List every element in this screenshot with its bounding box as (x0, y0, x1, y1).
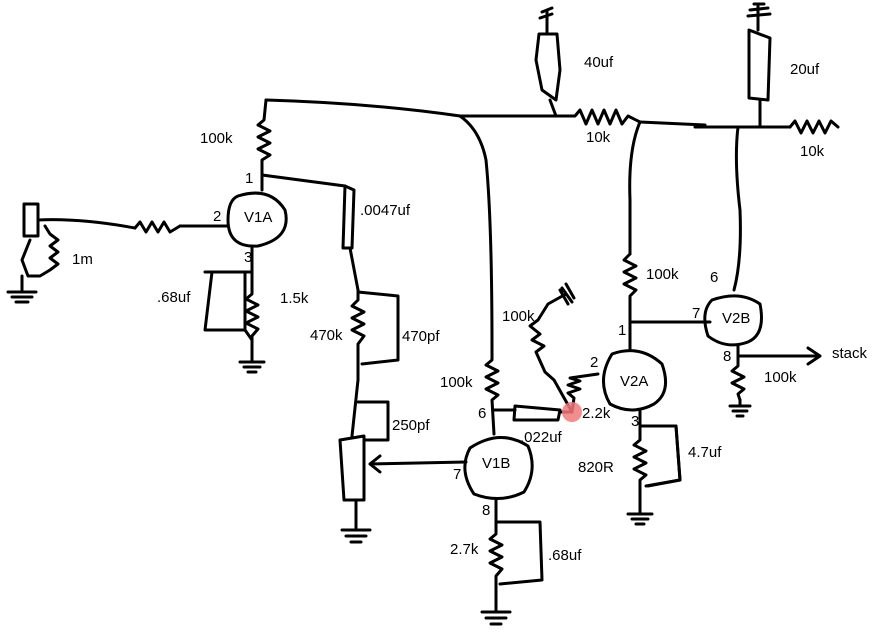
potentiometer (338, 434, 366, 502)
label-output-stack: stack (832, 345, 868, 362)
label-0047uf: .0047uf (360, 202, 411, 219)
label-20uf: 20uf (790, 61, 820, 78)
v1b-cathode-ground (480, 602, 512, 626)
resistor-1m (20, 224, 60, 278)
resistor-100k-v2b-cathode (730, 354, 746, 402)
wire-input-grid (36, 218, 230, 230)
v2a-grid-ground (558, 282, 576, 306)
input-ground (6, 274, 38, 304)
v2b-cathode-ground (728, 398, 752, 418)
b-plus-rail-left (264, 98, 562, 118)
wire-v2b-plate-feed (732, 125, 742, 292)
output-arrow (806, 346, 822, 366)
label-022uf: .022uf (520, 429, 563, 446)
capacitor-250pf (356, 400, 390, 442)
label-4-7uf: 4.7uf (688, 444, 722, 461)
pin-v2a-plate: 1 (618, 322, 626, 339)
v2a-tube (602, 349, 668, 412)
resistor-grid-stopper (133, 220, 182, 234)
label-68uf-v1b: .68uf (548, 547, 582, 564)
resistor-1-5k (244, 270, 260, 352)
wire-0047-down (348, 246, 360, 292)
tube-label-v1a: V1A (244, 209, 272, 226)
wiper-arrow (368, 454, 468, 474)
label-470k: 470k (310, 327, 343, 344)
label-100k-v2a-grid: 100k (502, 308, 535, 325)
cap-40uf-ground (538, 6, 554, 36)
capacitor-4-7uf (646, 424, 682, 488)
v1a-cathode-ground (238, 348, 266, 374)
resistor-2-7k (488, 520, 504, 606)
wire-v2b-cathode (736, 344, 820, 358)
cap-40uf-lead (548, 98, 558, 118)
capacitor-68uf-v1b (494, 520, 544, 586)
pin-v1b-grid: 7 (453, 466, 461, 483)
pin-v2b-grid: 7 (692, 305, 700, 322)
wire-v1a-plate-coupling (260, 173, 347, 188)
label-10k-a: 10k (586, 129, 611, 146)
pin-v2a-grid: 2 (590, 354, 598, 371)
resistor-820r (632, 424, 648, 510)
wire-v2a-plate-feed (628, 120, 642, 256)
tube-label-v2b: V2B (722, 310, 750, 327)
resistor-2-2k (566, 372, 600, 414)
resistor-10k-b (788, 119, 840, 135)
pot-ground (340, 498, 372, 544)
v2b-tube (703, 294, 763, 347)
label-100k-v1b-plate: 100k (440, 374, 473, 391)
capacitor-40uf (534, 32, 562, 102)
tube-label-v1b: V1B (482, 455, 510, 472)
wire-v1a-cathode (203, 244, 254, 342)
pin-v2b-plate: 6 (710, 269, 718, 286)
label-250pf: 250pf (392, 417, 430, 434)
label-820r: 820R (578, 459, 614, 476)
label-2-2k: 2.2k (582, 405, 611, 422)
capacitor-470pf (356, 290, 400, 366)
highlight-marker (562, 402, 582, 422)
pin-v1a-grid: 2 (213, 208, 221, 225)
cap-20uf-ground (746, 2, 772, 32)
v1b-tube (463, 436, 534, 500)
label-1m: 1m (72, 251, 93, 268)
input-jack (22, 202, 40, 238)
capacitor-022uf (512, 404, 562, 422)
wire-v1b-plate-feed (458, 114, 494, 352)
resistor-100k-v2a-plate (622, 252, 638, 352)
tube-label-v2a: V2A (620, 373, 648, 390)
resistor-470k (350, 288, 366, 382)
wire-tone-down (350, 378, 360, 438)
capacitor-20uf (747, 28, 772, 102)
label-1-5k: 1.5k (280, 290, 309, 307)
label-2-7k: 2.7k (450, 541, 479, 558)
pin-v1a-cathode: 3 (244, 249, 252, 266)
label-100k-v2a-plate: 100k (646, 266, 679, 283)
pin-v2b-cathode: 8 (723, 348, 731, 365)
b-plus-rail-right (638, 120, 707, 127)
v1a-tube (226, 191, 288, 248)
label-68uf-v1a: .68uf (157, 289, 191, 306)
label-470pf: 470pf (402, 328, 440, 345)
resistor-100k-v2a-grid (528, 292, 574, 414)
label-10k-b: 10k (800, 143, 825, 160)
label-100k-v2b-cathode: 100k (764, 369, 797, 386)
resistor-100k-v1b-plate (484, 348, 500, 436)
pin-v1b-cathode: 8 (482, 502, 490, 519)
pin-v1b-plate: 6 (478, 405, 486, 422)
capacitor-0047uf (341, 184, 356, 250)
label-100k-v1a-plate: 100k (200, 130, 233, 147)
pin-v1a-plate: 1 (245, 170, 253, 187)
resistor-100k-v1a-plate (256, 98, 272, 192)
resistor-10k-a (558, 108, 642, 126)
v2a-cathode-ground (626, 506, 654, 526)
pin-v2a-cathode: 3 (631, 413, 639, 430)
label-40uf: 40uf (584, 54, 614, 71)
